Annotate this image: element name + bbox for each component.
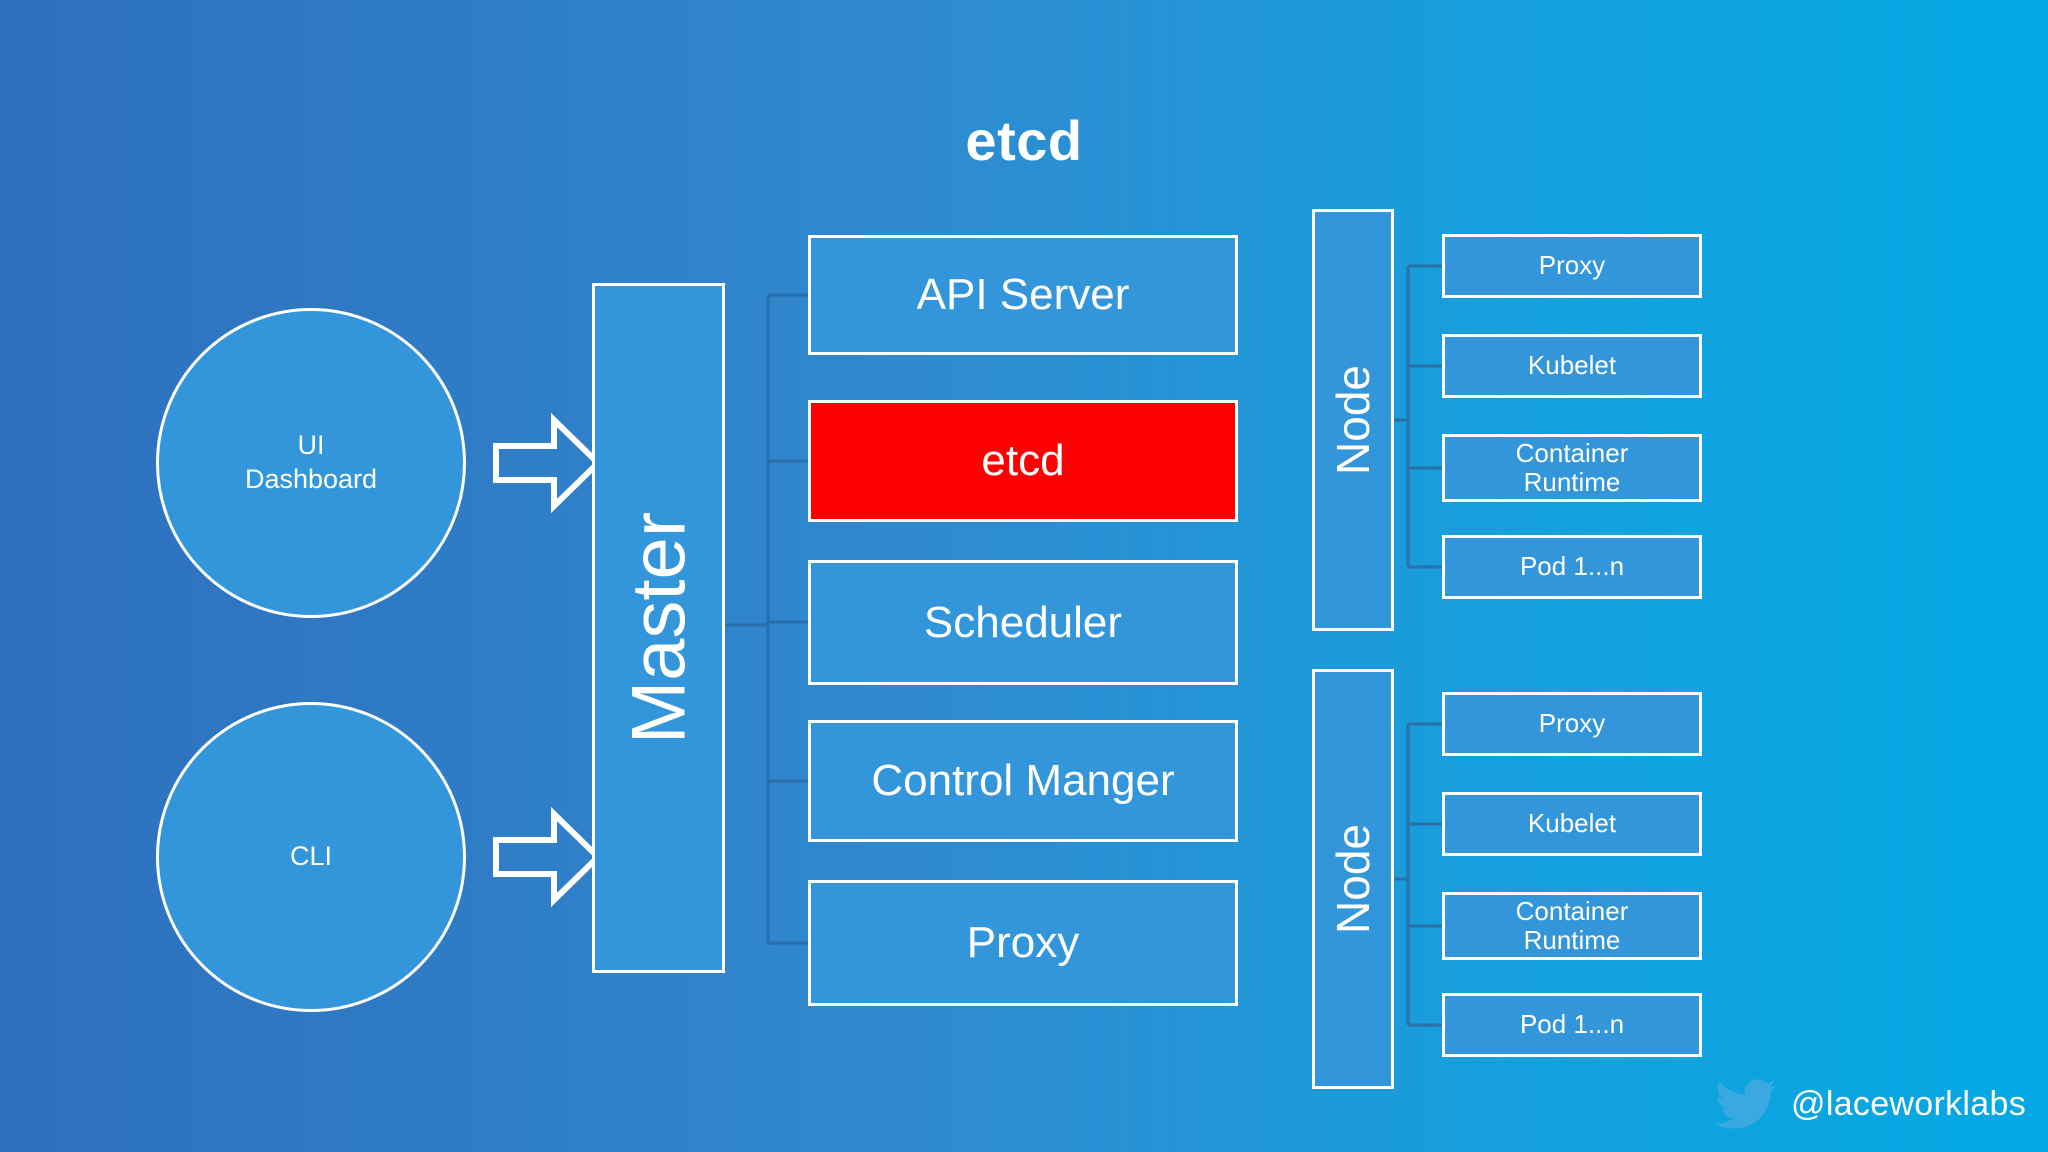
master-component-control-manger[interactable]: Control Manger — [808, 720, 1238, 842]
node-2-component-container-runtime[interactable]: Container Runtime — [1442, 892, 1702, 960]
twitter-bird-icon — [1715, 1079, 1778, 1129]
node-2-component-kubelet[interactable]: Kubelet — [1442, 792, 1702, 856]
node-bar-1[interactable]: Node — [1312, 209, 1394, 631]
arrow-ui-to-master — [493, 412, 602, 514]
master-component-etcd[interactable]: etcd — [808, 400, 1238, 522]
master-label: Master — [616, 511, 701, 745]
node-1-component-pod[interactable]: Pod 1...n — [1442, 535, 1702, 599]
node-1-component-container-runtime[interactable]: Container Runtime — [1442, 434, 1702, 502]
node-2-component-proxy[interactable]: Proxy — [1442, 692, 1702, 756]
page-title: etcd — [965, 109, 1083, 172]
node-2-component-pod[interactable]: Pod 1...n — [1442, 993, 1702, 1057]
watermark: @laceworklabs — [1715, 1078, 2026, 1130]
node-bar-2[interactable]: Node — [1312, 669, 1394, 1089]
node-1-component-kubelet[interactable]: Kubelet — [1442, 334, 1702, 398]
master-bar[interactable]: Master — [592, 283, 725, 973]
node-1-component-proxy[interactable]: Proxy — [1442, 234, 1702, 298]
master-component-api-server[interactable]: API Server — [808, 235, 1238, 355]
watermark-handle: @laceworklabs — [1791, 1084, 2026, 1123]
client-ui-dashboard[interactable]: UI Dashboard — [156, 308, 466, 618]
master-component-proxy[interactable]: Proxy — [808, 880, 1238, 1006]
client-cli[interactable]: CLI — [156, 702, 466, 1012]
node-1-label: Node — [1327, 365, 1379, 475]
arrow-cli-to-master — [493, 806, 602, 908]
node-2-label: Node — [1327, 824, 1379, 934]
master-component-scheduler[interactable]: Scheduler — [808, 560, 1238, 685]
